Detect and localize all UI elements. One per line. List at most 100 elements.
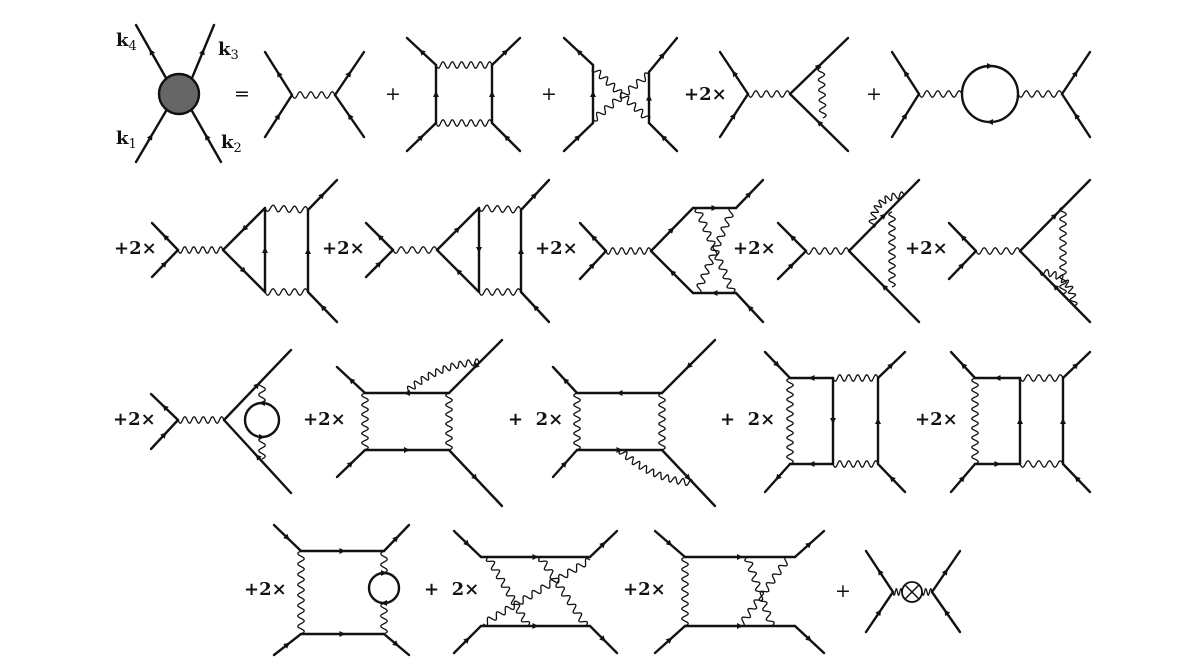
photon-line (177, 246, 224, 254)
fermion-arrow (732, 70, 739, 78)
feynman-diagram-ladder-self-energy-a (335, 338, 504, 508)
fermion-arrow (646, 94, 652, 101)
fermion-arrow (318, 192, 325, 200)
operator: +2× (623, 579, 666, 600)
fermion-arrow (877, 568, 884, 576)
fermion-arrow (879, 213, 887, 220)
photon-line (435, 119, 493, 127)
photon-line (832, 374, 879, 382)
fermion-arrow (503, 134, 511, 142)
photon-line (1039, 268, 1078, 307)
operator: +2× (535, 238, 578, 259)
fermion-arrow (160, 261, 168, 268)
operator: + (385, 83, 401, 105)
fermion-arrow (375, 261, 382, 268)
momentum-label-k2: k2 (221, 132, 242, 156)
photon-line (435, 61, 493, 69)
fermion-arrow (1071, 70, 1078, 78)
photon-line (605, 247, 652, 255)
fermion-loop (367, 571, 401, 605)
photon-line (805, 247, 850, 255)
feynman-diagram-vertex-loop-insertion (149, 348, 293, 495)
feynman-diagram-crossed-ladders (452, 529, 619, 655)
fermion-arrow (530, 192, 538, 200)
operator: +2× (303, 409, 346, 430)
feynman-diagram-crossed-ladder-vertex (578, 178, 765, 324)
photon-line (258, 436, 266, 460)
photon-line (658, 392, 666, 451)
fermion-arrow (1074, 112, 1081, 120)
fermion-arrow (994, 461, 1001, 467)
photon-line (485, 556, 531, 627)
operator: + (866, 83, 882, 105)
photon-line (971, 377, 979, 465)
feynman-diagram-ladder-self-energy-b (551, 338, 717, 508)
operator: +2× (322, 238, 365, 259)
fermion-arrow (658, 52, 665, 60)
operator: + 2× (508, 409, 563, 430)
fermion-arrow (808, 375, 815, 381)
photon-line (177, 416, 225, 424)
fermion-arrow (816, 120, 824, 127)
fermion-arrow (501, 49, 509, 56)
fermion-arrow (875, 609, 882, 617)
photon-line (380, 550, 388, 574)
fermion-arrow (773, 360, 780, 368)
diagrams (134, 23, 1092, 657)
fermion-arrow (747, 305, 754, 312)
operator: +2× (113, 409, 156, 430)
photon-line (478, 288, 522, 296)
fermion-arrow (149, 48, 156, 56)
feynman-diagram-vertex-self-energy-lower (947, 178, 1092, 324)
operator: + (541, 83, 557, 105)
cross-mark (904, 584, 920, 600)
photon-line (478, 204, 522, 214)
fermion-arrow (345, 71, 352, 78)
feynman-diagram-ladder-crossed-rung (653, 529, 826, 655)
feynman-diagram-crossed-box (562, 36, 679, 153)
photon-line (888, 211, 896, 288)
fermion-arrow (830, 418, 836, 424)
fermion-arrow (381, 570, 387, 576)
photon-line (361, 392, 369, 451)
fermion-arrow (476, 247, 482, 253)
fermion-arrow (262, 247, 268, 253)
photon-line (744, 556, 775, 627)
fermion-arrow (532, 554, 539, 560)
photon-line (291, 91, 336, 99)
photon-line (445, 392, 453, 451)
fermion-arrow (887, 362, 894, 370)
fermion-arrow (881, 284, 889, 291)
fermion-arrow (588, 262, 596, 270)
photon-line (592, 72, 650, 122)
fermion-arrow (392, 640, 399, 647)
fermion-arrow (711, 290, 718, 296)
fermion-arrow (1074, 475, 1081, 483)
photon-line (696, 207, 734, 294)
fermion-arrow (417, 134, 424, 142)
photon-line (537, 556, 589, 627)
fermion-arrow (473, 362, 480, 369)
fermion-arrow (889, 475, 896, 483)
feynman-diagram-double-ladder-a (763, 350, 907, 494)
fermion-arrow (463, 637, 470, 644)
feynman-diagram-box (405, 36, 522, 153)
fermion-arrow (392, 535, 399, 543)
fermion-arrow (1017, 418, 1023, 424)
fermion-arrow (814, 63, 822, 71)
operator: +2× (684, 84, 727, 105)
momentum-label-k3: k3 (218, 39, 239, 63)
photon-line (1019, 460, 1064, 468)
fermion-arrow (377, 234, 384, 241)
operator: +2× (915, 409, 958, 430)
fermion-arrow (255, 454, 262, 461)
feynman-diagram-vertex-self-energy-upper (776, 178, 921, 324)
feynman-diagram-ladder-loop-insertion (272, 523, 411, 657)
fermion-arrow (276, 70, 283, 78)
fermion-arrow (667, 227, 675, 234)
fermion-arrow (419, 49, 426, 56)
fermion-arrow (669, 269, 677, 277)
feynman-diagram-counterterm (864, 549, 962, 634)
fermion-arrow (471, 473, 478, 481)
